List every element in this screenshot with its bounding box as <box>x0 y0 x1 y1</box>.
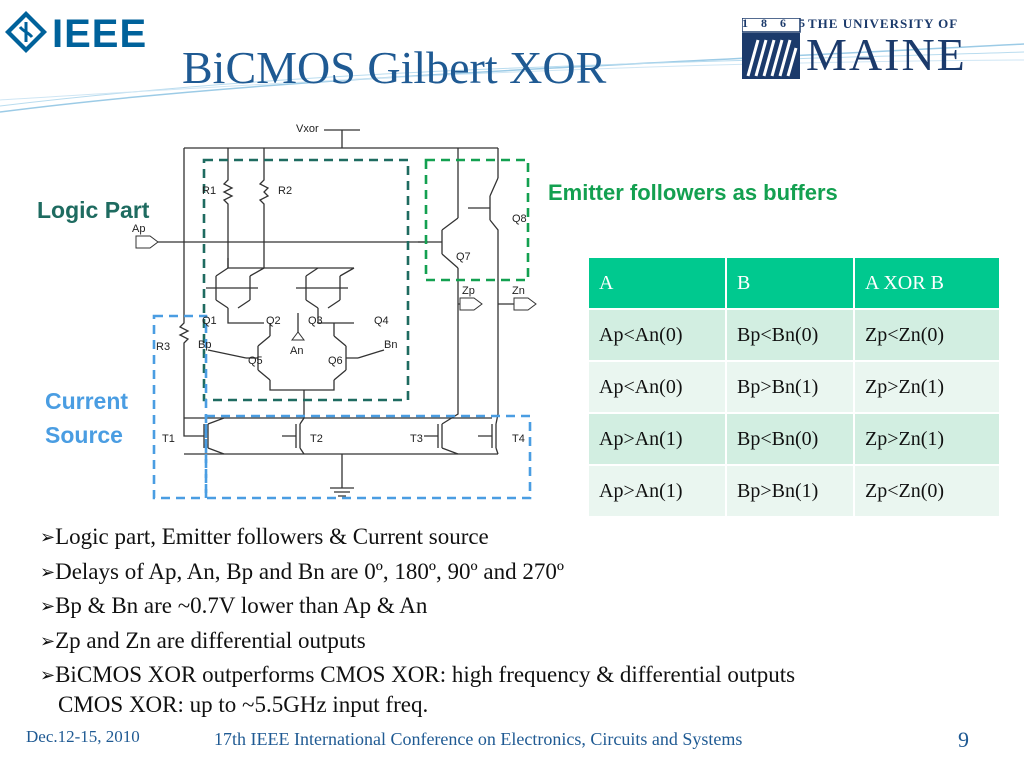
label-r3: R3 <box>156 341 170 353</box>
label-vxor: Vxor <box>296 123 319 135</box>
table-cell: Ap<An(0) <box>587 308 727 362</box>
logic-part-label: Logic Part <box>37 197 150 223</box>
label-q1: Q1 <box>202 315 217 327</box>
arrow-bullet-icon: ➢ <box>40 630 56 651</box>
university-logo: 1 8 6 5 THE UNIVERSITY OF MAINE <box>742 16 1000 80</box>
arrow-bullet-icon: ➢ <box>40 665 56 685</box>
emitter-followers-label: Emitter followers as buffers <box>548 180 838 205</box>
table-cell: Bp<Bn(0) <box>725 412 855 466</box>
arrow-bullet-icon: ➢ <box>40 561 56 582</box>
table-cell: Zp<Zn(0) <box>853 308 1001 362</box>
bullet-text: Zp and Zn are differential outputs <box>55 627 366 653</box>
label-zp: Zp <box>462 285 475 297</box>
table-row: Ap>An(1) Bp>Bn(1) Zp<Zn(0) <box>587 464 1001 518</box>
table-cell: Ap<An(0) <box>587 360 727 414</box>
label-zn: Zn <box>512 285 525 297</box>
table-header-a: A <box>587 256 727 310</box>
ieee-logo-text: IEEE <box>52 12 148 56</box>
ieee-logo: IEEE <box>4 10 174 56</box>
label-t2: T2 <box>310 433 323 445</box>
university-logo-year: 1 8 6 5 <box>742 16 810 30</box>
page-number: 9 <box>958 727 969 752</box>
table-cell: Bp>Bn(1) <box>725 464 855 518</box>
slide-title: BiCMOS Gilbert XOR <box>182 42 607 93</box>
list-item: ➢Zp and Zn are differential outputs <box>40 624 1020 659</box>
table-cell: Bp>Bn(1) <box>725 360 855 414</box>
label-q8: Q8 <box>512 213 527 225</box>
gilbert-xor-schematic: Vxor R1 R2 R3 Ap An Bp Bn Q1 Q2 Q3 Q4 Q5… <box>128 118 544 506</box>
header-swoosh <box>0 43 1024 113</box>
xor-truth-table: A B A XOR B Ap<An(0) Bp<Bn(0) Zp<Zn(0) A… <box>587 256 1001 518</box>
label-t1: T1 <box>162 433 175 445</box>
list-item: ➢Bp & Bn are ~0.7V lower than Ap & An <box>40 589 1020 624</box>
university-logo-top: THE UNIVERSITY OF <box>808 16 959 31</box>
label-bp: Bp <box>198 339 211 351</box>
bullet-text: Bp & Bn are ~0.7V lower than Ap & An <box>55 593 428 618</box>
footer-date: Dec.12-15, 2010 <box>26 727 140 746</box>
label-t4: T4 <box>512 433 525 445</box>
table-header-b: B <box>725 256 855 310</box>
label-q7: Q7 <box>456 251 471 263</box>
bullet-text: BiCMOS XOR outperforms CMOS XOR: high fr… <box>55 662 796 687</box>
table-cell: Zp>Zn(1) <box>853 360 1001 414</box>
ieee-diamond-icon <box>5 11 47 53</box>
footer-conference: 17th IEEE International Conference on El… <box>214 729 743 749</box>
table-cell: Bp<Bn(0) <box>725 308 855 362</box>
table-cell: Zp>Zn(1) <box>853 412 1001 466</box>
table-cell: Zp<Zn(0) <box>853 464 1001 518</box>
list-item: ➢BiCMOS XOR outperforms CMOS XOR: high f… <box>40 658 1020 693</box>
university-logo-name: MAINE <box>806 29 967 80</box>
table-cell: Ap>An(1) <box>587 412 727 466</box>
arrow-bullet-icon: ➢ <box>40 527 56 547</box>
label-bn: Bn <box>384 339 397 351</box>
table-row: Ap<An(0) Bp<Bn(0) Zp<Zn(0) <box>587 308 1001 362</box>
current-source-label: Current Source <box>45 388 129 448</box>
list-item: ➢Delays of Ap, An, Bp and Bn are 0º, 180… <box>40 555 1020 590</box>
bullet-text: Logic part, Emitter followers & Current … <box>55 524 489 549</box>
label-q4: Q4 <box>374 315 389 327</box>
table-row: Ap>An(1) Bp<Bn(0) Zp>Zn(1) <box>587 412 1001 466</box>
label-q5: Q5 <box>248 355 263 367</box>
table-cell: Ap>An(1) <box>587 464 727 518</box>
table-header-xor: A XOR B <box>853 256 1001 310</box>
bullet-text: Delays of Ap, An, Bp and Bn are 0º, 180º… <box>55 558 565 584</box>
label-an: An <box>290 345 303 357</box>
label-q6: Q6 <box>328 355 343 367</box>
label-t3: T3 <box>410 433 423 445</box>
bullet-continuation: CMOS XOR: up to ~5.5GHz input freq. <box>58 692 429 717</box>
bullet-list: ➢Logic part, Emitter followers & Current… <box>40 520 1020 693</box>
label-q3: Q3 <box>308 315 323 327</box>
label-r2: R2 <box>278 185 292 197</box>
list-item: ➢Logic part, Emitter followers & Current… <box>40 520 1020 555</box>
label-ap: Ap <box>132 223 145 235</box>
table-header-row: A B A XOR B <box>587 256 1001 310</box>
table-row: Ap<An(0) Bp>Bn(1) Zp>Zn(1) <box>587 360 1001 414</box>
label-q2: Q2 <box>266 315 281 327</box>
label-r1: R1 <box>202 185 216 197</box>
university-crest-icon <box>742 18 801 79</box>
arrow-bullet-icon: ➢ <box>40 596 56 616</box>
